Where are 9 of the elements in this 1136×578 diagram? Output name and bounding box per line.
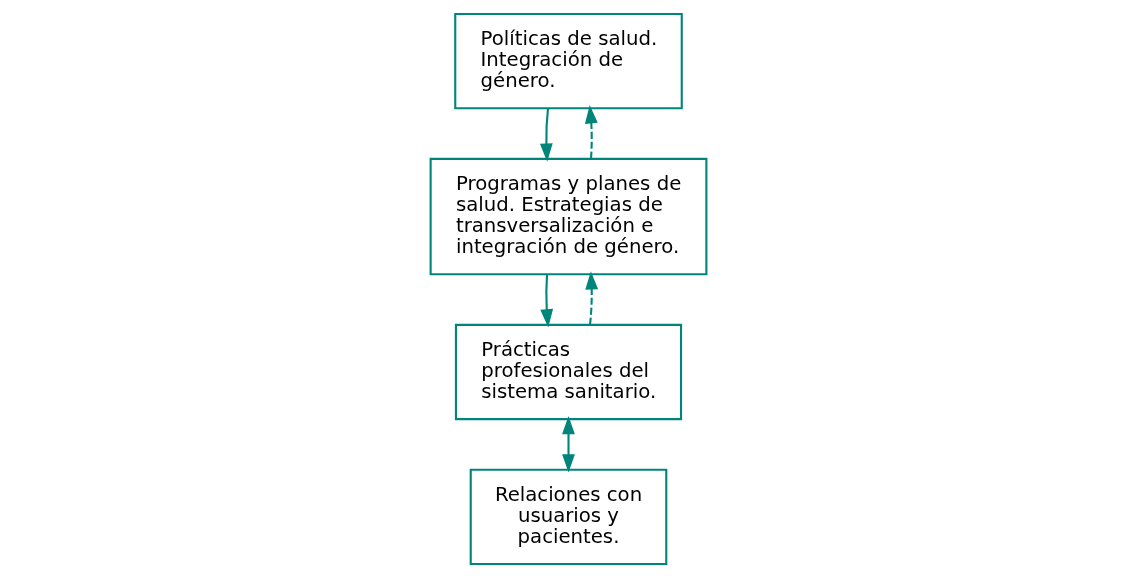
arrow	[539, 274, 553, 328]
arrow	[584, 105, 598, 159]
arrow	[584, 271, 598, 325]
arrow	[539, 108, 553, 162]
arrow	[561, 415, 575, 473]
node-box: Prácticas profesionales del sistema sanitario.	[454, 323, 682, 421]
node-box: Programas y planes de salud. Estrategias de transversalización e integración de género.	[429, 157, 707, 276]
node-box: Políticas de salud. Integración de género.	[453, 12, 683, 110]
node-box: Relaciones con usuarios y pacientes.	[469, 468, 667, 566]
